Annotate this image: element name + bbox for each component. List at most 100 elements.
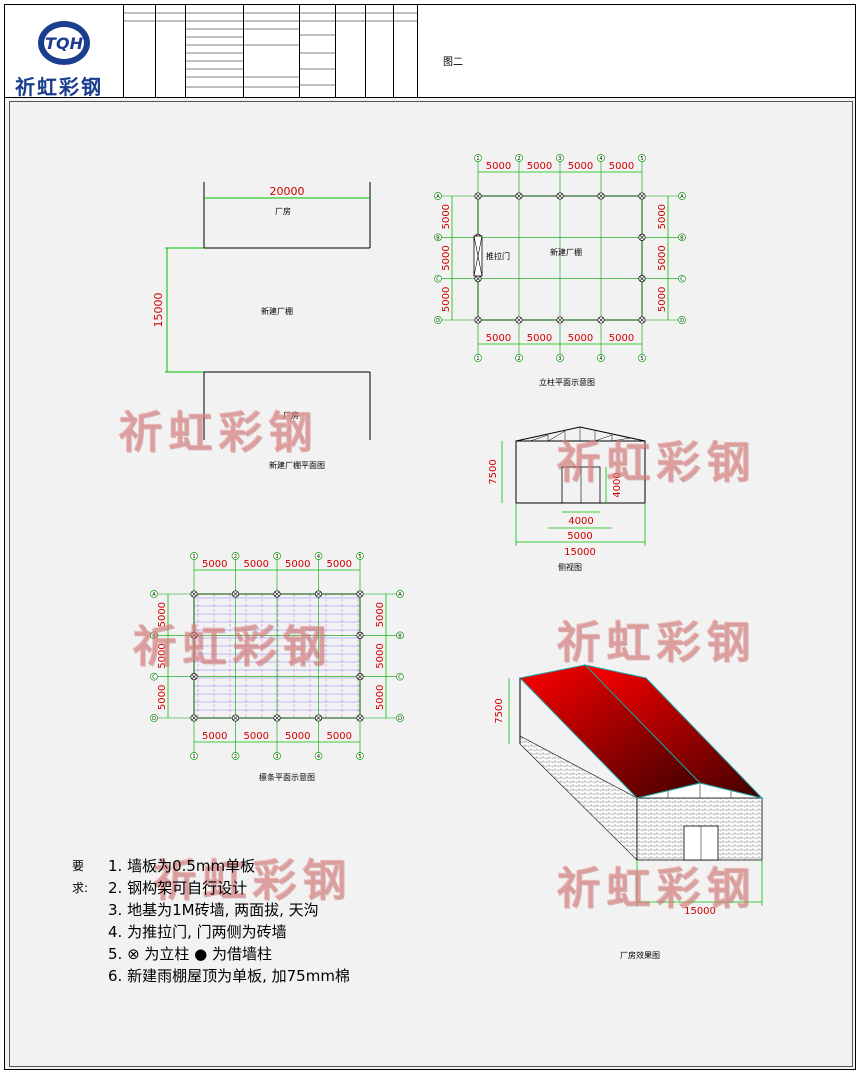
axis-bubble bbox=[678, 316, 686, 324]
plan-title: 新建厂棚平面图 bbox=[269, 460, 325, 470]
axis-bubble bbox=[150, 590, 158, 598]
dimension-text: 5000 bbox=[486, 161, 511, 172]
watermark: 祈虹彩钢 bbox=[556, 863, 756, 914]
axis-bubble bbox=[515, 354, 523, 362]
axis-bubble bbox=[434, 274, 442, 283]
logo-mark: TQH bbox=[45, 34, 84, 53]
persp-width-dim: 15000 bbox=[684, 906, 716, 917]
logo-text: 祈虹彩钢 bbox=[15, 75, 103, 99]
axis-bubble bbox=[434, 192, 442, 200]
column-icon bbox=[475, 276, 481, 282]
dimension-text: 5000 bbox=[568, 161, 593, 172]
dimension-text: 5000 bbox=[568, 333, 593, 344]
side-door-height-dim: 4000 bbox=[612, 472, 623, 497]
column-icon bbox=[557, 317, 563, 323]
axis-bubble bbox=[396, 672, 404, 681]
axis-number: 4 bbox=[317, 754, 320, 760]
axis-number: 2 bbox=[234, 554, 237, 560]
tb-col bbox=[123, 5, 156, 97]
axis-bubble bbox=[597, 354, 605, 362]
axis-bubble bbox=[150, 631, 158, 640]
column-icon bbox=[475, 317, 481, 323]
dimension-text: 5000 bbox=[375, 643, 386, 668]
axis-bubble bbox=[231, 752, 240, 760]
column-icon bbox=[639, 234, 645, 240]
axis-bubble bbox=[150, 714, 158, 722]
axis-number: 1 bbox=[192, 554, 195, 560]
axis-bubble bbox=[273, 752, 281, 760]
column-plan-title: 立柱平面示意图 bbox=[539, 377, 595, 387]
column-icon bbox=[598, 193, 604, 199]
axis-number: 1 bbox=[476, 356, 479, 362]
new-shed-label: 新建厂棚 bbox=[261, 306, 293, 316]
title-block: TQH 祈虹彩钢 图二 bbox=[5, 5, 855, 99]
column-icon bbox=[598, 317, 604, 323]
requirement-item: 5. ⊗ 为立柱 ● 为借墙柱 bbox=[108, 945, 273, 963]
axis-letter: A bbox=[680, 194, 684, 200]
watermark: 祈虹彩钢 bbox=[132, 621, 332, 672]
axis-letter: C bbox=[436, 277, 440, 283]
axis-number: 5 bbox=[358, 754, 361, 760]
dimension-text: 5000 bbox=[157, 602, 168, 627]
axis-letter: A bbox=[152, 592, 156, 598]
dimension-text: 5000 bbox=[527, 161, 552, 172]
tb-col bbox=[299, 5, 336, 97]
dimension-text: 5000 bbox=[244, 559, 269, 570]
column-icon bbox=[233, 715, 238, 721]
title-block-grid bbox=[123, 12, 418, 88]
column-icon bbox=[316, 715, 321, 721]
axis-number: 5 bbox=[358, 554, 361, 560]
axis-bubble bbox=[638, 354, 646, 362]
axis-bubble bbox=[638, 154, 646, 162]
axis-letter: D bbox=[398, 716, 402, 722]
axis-bubble bbox=[678, 192, 686, 200]
plan-width-dim: 20000 bbox=[270, 185, 305, 198]
column-icon bbox=[316, 591, 321, 597]
watermark: 祈虹彩钢 bbox=[556, 437, 756, 488]
plant-bottom-label: 厂房 bbox=[283, 410, 299, 420]
axis-letter: A bbox=[398, 592, 402, 598]
figure-number: 图二 bbox=[443, 57, 463, 68]
plant-top-label: 厂房 bbox=[275, 206, 291, 216]
tqh-logo-icon: TQH bbox=[38, 21, 90, 65]
watermark: 祈虹彩钢 bbox=[152, 855, 352, 906]
dimension-text: 5000 bbox=[441, 245, 452, 270]
axis-bubble bbox=[314, 752, 323, 760]
axis-number: 4 bbox=[599, 356, 602, 362]
tb-col bbox=[335, 5, 366, 97]
side-view-title: 侧视图 bbox=[558, 562, 582, 572]
axis-bubble bbox=[190, 752, 198, 760]
axis-letter: C bbox=[398, 675, 402, 681]
side-view: 7500 4000 4000 5000 15000 侧视图 bbox=[488, 426, 646, 572]
axis-letter: B bbox=[436, 235, 440, 241]
axis-letter: B bbox=[680, 235, 684, 241]
column-icon bbox=[191, 632, 197, 638]
dimension-text: 5000 bbox=[375, 685, 386, 710]
dimension-text: 5000 bbox=[285, 731, 310, 742]
axis-bubble bbox=[273, 552, 281, 560]
tb-col bbox=[243, 5, 300, 97]
tb-col bbox=[365, 5, 394, 97]
side-door-width-dim: 4000 bbox=[568, 516, 593, 527]
column-icon bbox=[191, 674, 197, 680]
axis-bubble bbox=[678, 233, 686, 242]
axis-letter: C bbox=[680, 277, 684, 283]
axis-bubble bbox=[190, 552, 198, 560]
column-icon bbox=[357, 674, 363, 680]
axis-bubble bbox=[356, 552, 364, 560]
axis-bubble bbox=[150, 672, 158, 681]
requirement-item: 4. 为推拉门, 门两侧为砖墙 bbox=[108, 923, 287, 941]
axis-number: 3 bbox=[558, 356, 561, 362]
plan-height-dim: 15000 bbox=[152, 293, 165, 328]
axis-bubble bbox=[396, 714, 404, 722]
tb-col bbox=[185, 5, 244, 97]
axis-number: 2 bbox=[517, 156, 520, 162]
tb-col bbox=[393, 5, 418, 97]
column-icon bbox=[191, 591, 197, 597]
drawing-frame: TQH 祈虹彩钢 图二 bbox=[4, 4, 856, 1070]
column-icon bbox=[274, 715, 280, 721]
column-icon bbox=[357, 632, 363, 638]
axis-number: 5 bbox=[640, 356, 643, 362]
column-icon bbox=[357, 715, 363, 721]
